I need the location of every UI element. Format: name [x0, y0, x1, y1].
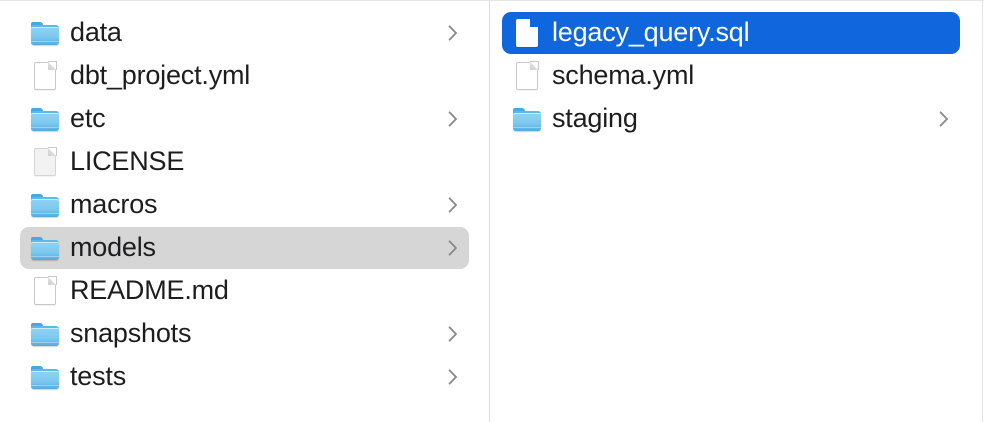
file-row[interactable]: data	[20, 12, 469, 54]
chevron-right-icon	[445, 322, 461, 346]
folder-icon	[512, 104, 542, 134]
file-row[interactable]: snapshots	[20, 313, 469, 355]
document-icon	[30, 276, 60, 306]
folder-icon	[30, 18, 60, 48]
document-icon	[516, 61, 539, 90]
chevron-right-icon	[445, 107, 461, 131]
folder-icon	[30, 362, 60, 392]
folder-icon	[513, 108, 541, 131]
chevron-right-icon	[936, 107, 952, 131]
file-name-label: staging	[552, 103, 638, 133]
file-row[interactable]: tests	[20, 356, 469, 398]
file-name-label: schema.yml	[552, 60, 695, 90]
document-icon	[512, 61, 542, 91]
file-name-label: data	[70, 17, 122, 47]
file-row[interactable]: models	[20, 227, 469, 269]
folder-icon	[31, 194, 59, 217]
file-name-label: dbt_project.yml	[70, 60, 251, 90]
file-name-label: legacy_query.sql	[552, 17, 750, 47]
file-name-label: tests	[70, 361, 127, 391]
file-row[interactable]: legacy_query.sql	[502, 12, 960, 54]
folder-icon	[30, 104, 60, 134]
file-name-label: etc	[70, 103, 106, 133]
folder-icon	[31, 237, 59, 260]
file-row[interactable]: etc	[20, 98, 469, 140]
document-gray-icon	[30, 147, 60, 177]
file-row[interactable]: LICENSE	[20, 141, 469, 183]
chevron-right-icon	[445, 365, 461, 389]
document-icon	[516, 18, 539, 47]
document-icon	[34, 61, 57, 90]
file-row[interactable]: staging	[502, 98, 960, 140]
chevron-right-icon	[445, 193, 461, 217]
folder-icon	[30, 319, 60, 349]
document-icon	[34, 276, 57, 305]
document-icon	[512, 18, 542, 48]
file-name-label: README.md	[70, 275, 229, 305]
chevron-right-icon	[445, 236, 461, 260]
document-gray-icon	[34, 147, 57, 176]
file-row[interactable]: schema.yml	[502, 55, 960, 97]
file-name-label: LICENSE	[70, 146, 185, 176]
file-row[interactable]: macros	[20, 184, 469, 226]
file-name-label: snapshots	[70, 318, 192, 348]
file-name-label: models	[70, 232, 156, 262]
folder-icon	[31, 323, 59, 346]
folder-icon	[31, 22, 59, 45]
chevron-right-icon	[445, 21, 461, 45]
folder-icon	[30, 190, 60, 220]
file-name-label: macros	[70, 189, 158, 219]
folder-icon	[30, 233, 60, 263]
file-row[interactable]: README.md	[20, 270, 469, 312]
folder-icon	[31, 366, 59, 389]
file-row[interactable]: dbt_project.yml	[20, 55, 469, 97]
document-icon	[30, 61, 60, 91]
finder-column-2[interactable]: legacy_query.sql schema.yml staging	[490, 1, 983, 422]
folder-icon	[31, 108, 59, 131]
